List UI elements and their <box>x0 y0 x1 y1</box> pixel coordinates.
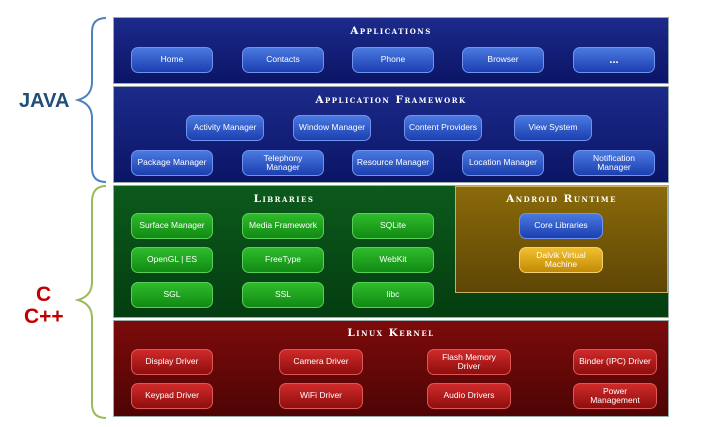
android-runtime-layer: Android Runtime Core Libraries Dalvik Vi… <box>455 186 668 293</box>
runtime-core-libraries: Core Libraries <box>519 213 603 239</box>
lib-sgl: SGL <box>131 282 213 308</box>
runtime-title: Android Runtime <box>506 193 617 205</box>
kernel-wifi-driver: WiFi Driver <box>279 383 363 409</box>
fw-content-providers: Content Providers <box>404 115 482 141</box>
kernel-audio-drivers: Audio Drivers <box>427 383 511 409</box>
lib-freetype: FreeType <box>242 247 324 273</box>
fw-notification-manager: Notification Manager <box>573 150 655 176</box>
java-label: JAVA <box>19 90 70 112</box>
linux-kernel-layer: Linux Kernel Display Driver Camera Drive… <box>113 320 669 417</box>
lib-webkit: WebKit <box>352 247 434 273</box>
fw-window-manager: Window Manager <box>293 115 371 141</box>
framework-title: Application Framework <box>315 94 467 106</box>
cpp-label: C++ <box>24 305 64 328</box>
fw-view-system: View System <box>514 115 592 141</box>
fw-package-manager: Package Manager <box>131 150 213 176</box>
applications-title: Applications <box>350 25 432 37</box>
lib-surface-manager: Surface Manager <box>131 213 213 239</box>
app-browser: Browser <box>462 47 544 73</box>
fw-location-manager: Location Manager <box>462 150 544 176</box>
applications-layer: Applications Home Contacts Phone Browser… <box>113 17 669 84</box>
lib-media-framework: Media Framework <box>242 213 324 239</box>
c-label: C <box>36 283 52 306</box>
lib-libc: libc <box>352 282 434 308</box>
lib-ssl: SSL <box>242 282 324 308</box>
app-contacts: Contacts <box>242 47 324 73</box>
framework-layer: Application Framework Activity Manager W… <box>113 86 669 183</box>
app-phone: Phone <box>352 47 434 73</box>
runtime-dalvik-vm: Dalvik Virtual Machine <box>519 247 603 273</box>
fw-activity-manager: Activity Manager <box>186 115 264 141</box>
kernel-keypad-driver: Keypad Driver <box>131 383 213 409</box>
app-more: ... <box>573 47 655 73</box>
layer-braces <box>74 17 107 419</box>
app-home: Home <box>131 47 213 73</box>
fw-resource-manager: Resource Manager <box>352 150 434 176</box>
c-brace <box>74 185 107 419</box>
lib-sqlite: SQLite <box>352 213 434 239</box>
kernel-display-driver: Display Driver <box>131 349 213 375</box>
kernel-flash-memory-driver: Flash Memory Driver <box>427 349 511 375</box>
fw-telephony-manager: Telephony Manager <box>242 150 324 176</box>
libraries-title: Libraries <box>253 193 315 205</box>
kernel-binder-ipc-driver: Binder (IPC) Driver <box>573 349 657 375</box>
kernel-power-management: Power Management <box>573 383 657 409</box>
kernel-camera-driver: Camera Driver <box>279 349 363 375</box>
lib-opengl-es: OpenGL | ES <box>131 247 213 273</box>
kernel-title: Linux Kernel <box>347 327 435 339</box>
java-brace <box>74 17 107 183</box>
